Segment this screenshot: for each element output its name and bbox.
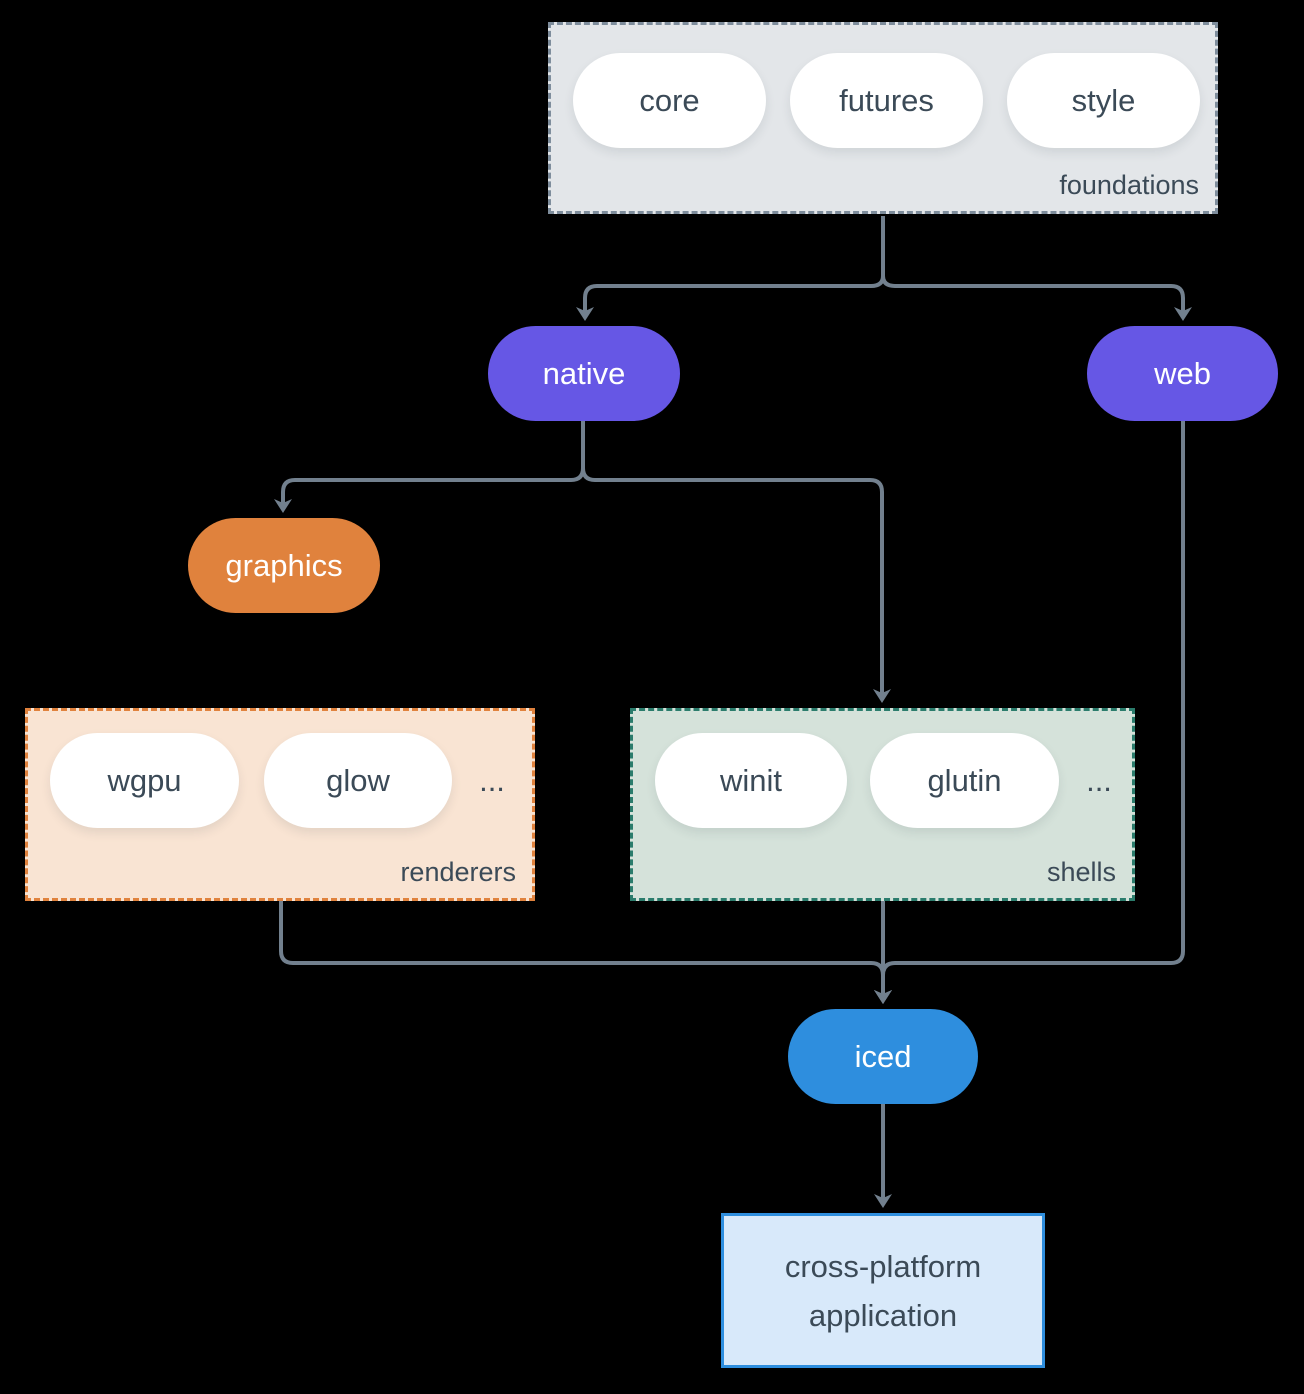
node-native: native (488, 326, 680, 421)
renderers-ellipsis: ... (479, 762, 505, 798)
node-application: cross-platform application (721, 1213, 1045, 1368)
node-core: core (573, 53, 766, 148)
node-graphics: graphics (188, 518, 380, 613)
group-foundations: core futures style foundations (548, 22, 1218, 214)
node-glow: glow (264, 733, 452, 828)
node-winit: winit (655, 733, 847, 828)
edge-native-shells (581, 421, 891, 703)
group-renderers: wgpu glow ... renderers (25, 708, 535, 901)
foundations-label: foundations (1059, 169, 1199, 200)
shells-ellipsis: ... (1086, 762, 1112, 798)
group-shells: winit glutin ... shells (630, 708, 1135, 901)
application-label: cross-platform application (784, 1248, 982, 1333)
renderers-label: renderers (400, 856, 516, 887)
node-style: style (1007, 53, 1200, 148)
edge-native-graphics (274, 421, 585, 513)
edge-renderers-iced (279, 901, 892, 1004)
node-futures: futures (790, 53, 983, 148)
node-web: web (1087, 326, 1278, 421)
node-wgpu: wgpu (50, 733, 239, 828)
node-glutin: glutin (870, 733, 1059, 828)
shells-label: shells (1046, 856, 1116, 887)
edge-foundations-native (576, 216, 885, 321)
node-iced: iced (788, 1009, 978, 1104)
edge-foundations-web (881, 216, 1192, 321)
